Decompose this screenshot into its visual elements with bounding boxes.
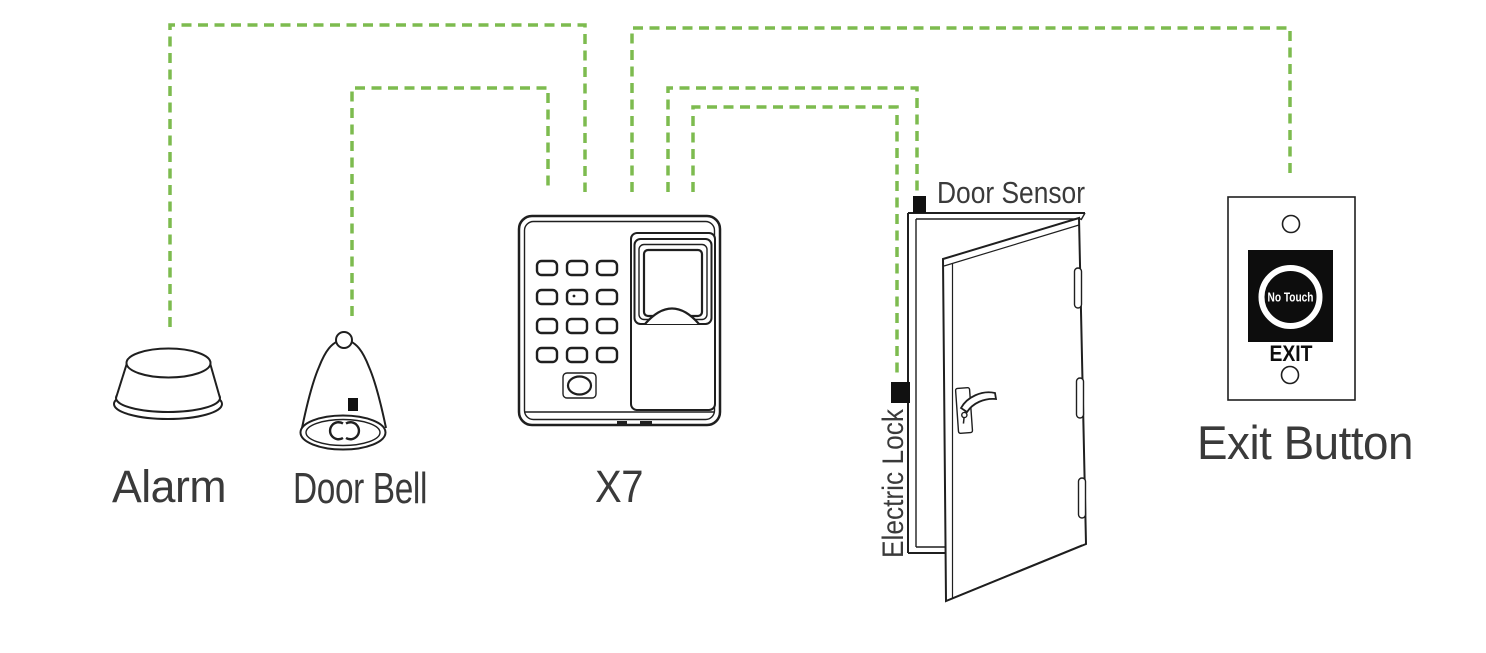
bell-knob-icon: [335, 331, 353, 349]
bell-base-outer-icon: [299, 414, 387, 451]
door-handle-lever-icon: [959, 391, 998, 414]
x7-keypad-key: [595, 317, 619, 335]
door-symbol: [891, 196, 1088, 603]
wire-x7-alarm: [168, 23, 587, 327]
x7-label: X7: [595, 461, 643, 512]
wire-x7-electric-lock: [691, 105, 899, 378]
exit-touch-ring-icon: [1258, 265, 1323, 329]
alarm-symbol: [113, 347, 223, 420]
x7-function-key-icon: [566, 375, 593, 396]
x7-keypad-key: [535, 259, 559, 277]
exit-button-symbol: No Touch EXIT: [1227, 196, 1356, 401]
x7-keypad-key: [565, 259, 589, 277]
alarm-label: Alarm: [112, 461, 226, 512]
wires-group: [168, 23, 1292, 378]
door-bell-label: Door Bell: [293, 464, 427, 513]
x7-keypad-key: [595, 346, 619, 364]
x7-device-symbol: [517, 214, 722, 427]
x7-key5-dot: [572, 294, 576, 298]
x7-fp-window: [642, 248, 704, 318]
bell-grille-right-icon: [345, 421, 361, 441]
x7-keypad-key: [565, 346, 589, 364]
exit-screw-top-icon: [1281, 214, 1301, 234]
x7-keypad-key: [535, 317, 559, 335]
x7-keypad: [535, 259, 619, 364]
alarm-top-icon: [125, 347, 212, 379]
bell-base-inner-icon: [305, 418, 381, 447]
wire-x7-door-sensor: [666, 86, 919, 194]
door-panel-top-edge: [943, 224, 1080, 267]
bell-body-left: [301, 340, 339, 429]
door-bell-symbol: [299, 331, 387, 451]
alarm-side-left: [115, 362, 128, 399]
exit-button-label: Exit Button: [1197, 416, 1413, 469]
door-frame-top-end: [1080, 212, 1086, 221]
electric-lock-label: Electric Lock: [877, 408, 910, 558]
x7-keypad-key: [565, 317, 589, 335]
x7-fp-dome-icon: [644, 307, 700, 325]
exit-no-touch-text: No Touch: [1268, 290, 1314, 305]
door-hinge-bottom-icon: [1077, 477, 1087, 519]
door-panel: [941, 216, 1088, 603]
exit-panel-text: EXIT: [1270, 341, 1313, 366]
door-panel-bottom-edge: [952, 544, 1083, 599]
bell-grille-left-icon: [328, 421, 344, 441]
x7-keypad-key: [535, 346, 559, 364]
wire-x7-exit-button: [630, 26, 1292, 192]
electric-lock-block: [891, 382, 910, 403]
bell-speaker-dot: [348, 398, 358, 411]
door-hinge-mid-icon: [1075, 377, 1085, 419]
x7-keypad-key: [595, 288, 619, 306]
door-sensor-block: [913, 196, 926, 213]
door-hinge-top-icon: [1073, 267, 1083, 309]
exit-screw-bottom-icon: [1280, 365, 1300, 385]
door-sensor-label: Door Sensor: [937, 175, 1085, 210]
alarm-side-right: [209, 362, 221, 399]
x7-keypad-key: [565, 288, 589, 306]
bell-body-right: [349, 340, 387, 429]
x7-keypad-key: [535, 288, 559, 306]
x7-keypad-key: [595, 259, 619, 277]
